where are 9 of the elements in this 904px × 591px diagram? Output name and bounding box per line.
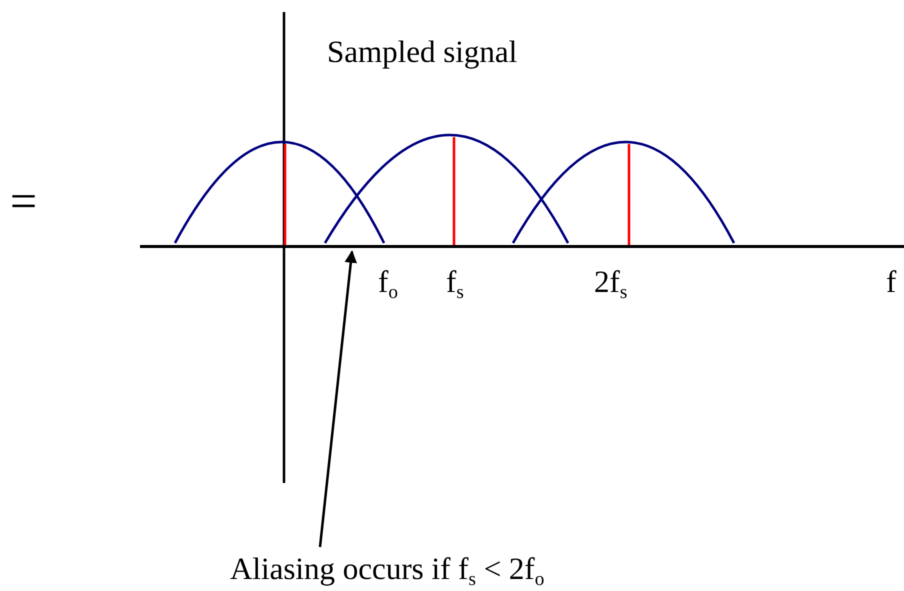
equals-sign: = bbox=[10, 178, 38, 226]
annotation-text: Aliasing occurs if f$_{s}$ < 2f$_{o}$ bbox=[230, 553, 544, 589]
axis-label: f bbox=[886, 266, 896, 297]
leader-arrow bbox=[318, 250, 357, 548]
axis-label: f$_{s}$ bbox=[446, 266, 464, 302]
axis-label: f$_{o}$ bbox=[378, 266, 398, 302]
axis-label: 2f$_{s}$ bbox=[594, 266, 628, 302]
title: Sampled signal bbox=[327, 36, 518, 67]
frequency-axis bbox=[140, 245, 904, 248]
